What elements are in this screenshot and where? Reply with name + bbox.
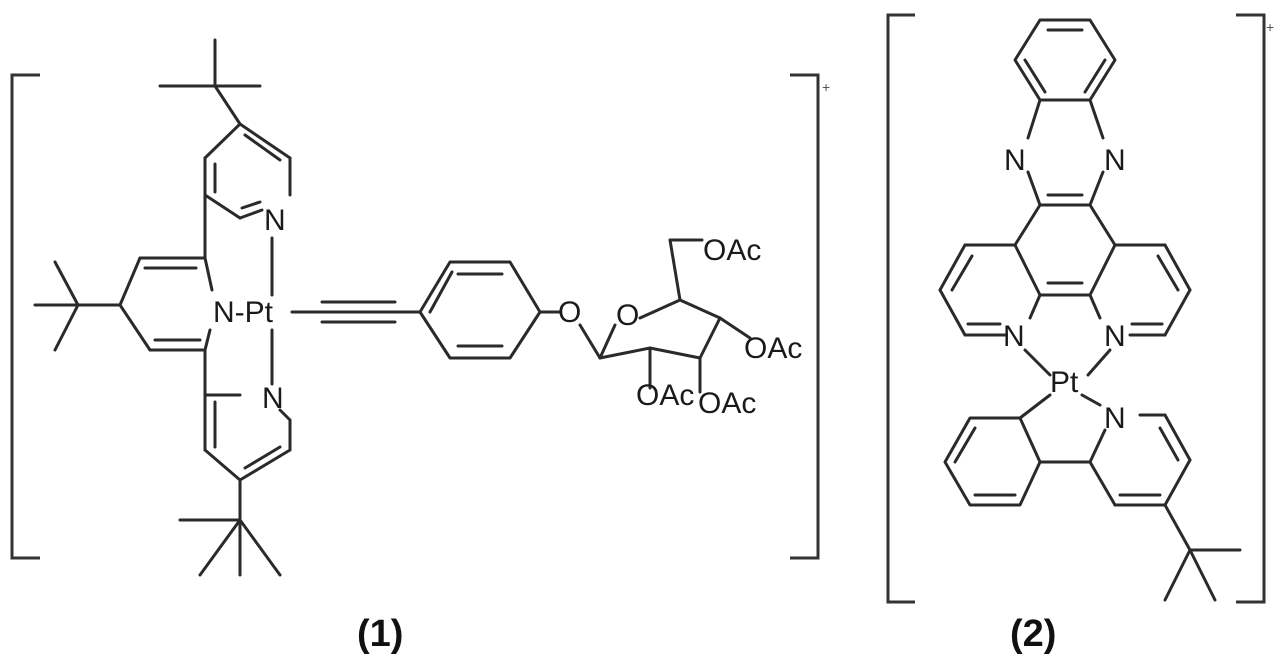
pyridine-middle (118, 193, 214, 397)
compound-1-caption: (1) (357, 613, 403, 655)
central-ring (1013, 203, 1117, 297)
tert-butyl-top (158, 38, 262, 126)
atom-n-top: N (264, 204, 286, 237)
atom-o-ring: O (616, 299, 639, 332)
tert-butyl-bottom (178, 518, 282, 577)
compound-1: + N (10, 38, 830, 655)
phen-pyridine-right (1088, 243, 1192, 337)
phen-pyridine-left (938, 243, 1042, 337)
atom-n-pyridine: N (1104, 402, 1126, 435)
pyrazine-ring (1026, 98, 1105, 207)
compound-1-right-bracket (790, 73, 820, 560)
oac-lower-2: OAc (698, 387, 756, 420)
tert-butyl-left (33, 260, 122, 352)
glucose-ring (578, 238, 752, 394)
pyridine-top (203, 122, 292, 220)
atom-n-phen-left: N (1003, 320, 1025, 353)
pt-n-right-bond (1086, 348, 1112, 377)
atom-n-bottom: N (262, 382, 284, 415)
atom-n-phen-right: N (1104, 320, 1126, 353)
oac-right: OAc (744, 332, 802, 365)
atom-pt: Pt (1050, 366, 1079, 399)
atom-n-pyrazine-right: N (1104, 144, 1126, 177)
cyclometalated-pyridine (1038, 393, 1192, 507)
pyridine-bottom (203, 393, 292, 522)
compound-2-right-bracket (1236, 13, 1266, 604)
oac-top: OAc (703, 234, 761, 267)
alkyne-bond (290, 300, 422, 324)
pt-n-left-bond (1023, 348, 1052, 377)
benzo-ring-top (1013, 18, 1117, 102)
compound-2-caption: (2) (1010, 613, 1056, 655)
phenyl-ring (418, 260, 562, 360)
compound-2: + N N (886, 13, 1274, 655)
compound-2-charge: + (1266, 19, 1274, 35)
atom-o-link: O (558, 296, 581, 329)
cyclometalated-phenyl (943, 393, 1052, 507)
tert-butyl-compound-2 (1163, 503, 1242, 602)
compound-1-left-bracket (10, 73, 40, 560)
compound-1-charge: + (822, 79, 830, 95)
atom-n-pyrazine-left: N (1004, 144, 1026, 177)
oac-lower-1: OAc (636, 379, 694, 412)
atom-n-pt: N-Pt (213, 296, 274, 329)
compound-2-left-bracket (886, 13, 915, 604)
